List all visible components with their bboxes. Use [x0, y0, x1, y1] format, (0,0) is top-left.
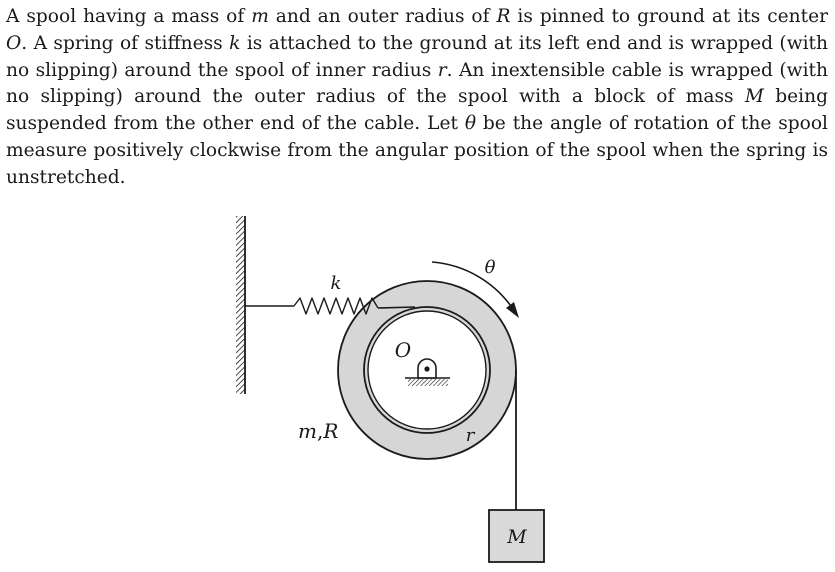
var-R: R [496, 6, 511, 27]
label-theta: θ [485, 257, 496, 278]
label-k: k [331, 273, 342, 294]
pin-ground-hatch [408, 379, 448, 386]
problem-statement: A spool having a mass of m and an outer … [6, 4, 828, 192]
wall-hatch [236, 216, 245, 394]
var-k: k [229, 32, 241, 54]
problem-text-1: A spool having a mass of [6, 6, 252, 27]
label-O: O [395, 338, 411, 362]
problem-text-2: and an outer radius of [268, 6, 497, 27]
problem-text-5: is attached to the ground at its left en… [6, 32, 828, 81]
var-theta: θ [464, 113, 477, 135]
problem-text-4: . A spring of stiffness [21, 32, 230, 54]
problem-text-3: is pinned to ground at its center [510, 6, 828, 27]
label-mass-comma: , [317, 419, 323, 443]
label-r: r [466, 425, 476, 446]
var-M: M [744, 86, 764, 108]
pin-center [424, 366, 430, 372]
var-m: m [251, 6, 269, 27]
problem-text-6: . An inextensible cable is wrapped (with… [6, 59, 828, 108]
spring-tangent-link [377, 306, 416, 309]
label-M: M [506, 526, 527, 548]
theta-arrow [431, 261, 514, 310]
label-mass-m: m [298, 419, 317, 443]
label-mass-radius: m,R [298, 419, 338, 443]
theta-arrowhead [506, 302, 519, 318]
problem-text-8: be the angle of rotation of the spool me… [6, 113, 828, 188]
inner-spool-hub-ring [363, 306, 491, 434]
var-r: r [437, 59, 447, 81]
problem-text-7: being suspended from the other end of th… [6, 86, 828, 135]
label-mass-R: R [322, 419, 338, 443]
block [488, 509, 545, 563]
spring [293, 297, 379, 315]
var-O: O [6, 32, 22, 54]
